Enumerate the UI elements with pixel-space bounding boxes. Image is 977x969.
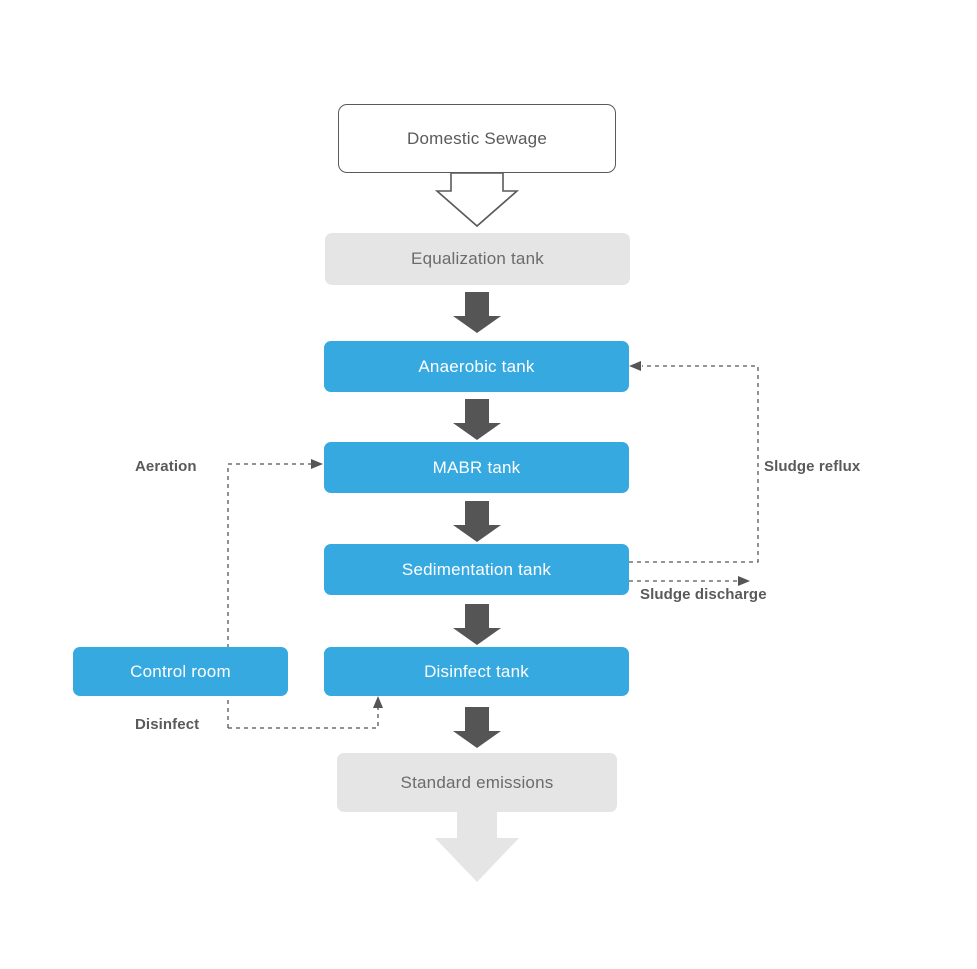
- node-equalization-tank[interactable]: Equalization tank: [325, 233, 630, 285]
- edge-label-disinfect: Disinfect: [135, 716, 200, 733]
- solid-arrow-sedimentation-to-disinfect: [453, 604, 501, 645]
- node-control-room[interactable]: Control room: [73, 647, 288, 696]
- solid-arrow-anaerobic-to-mabr: [453, 399, 501, 440]
- node-label-disinfect-tank: Disinfect tank: [424, 661, 529, 681]
- hollow-arrow-sewage-to-equalization: [434, 172, 520, 228]
- node-label-sedimentation-tank: Sedimentation tank: [401, 559, 552, 579]
- dotted-edge-sludge-discharge: [629, 576, 750, 586]
- node-sedimentation-tank[interactable]: Sedimentation tank: [324, 544, 629, 595]
- node-label-domestic-sewage: Domestic Sewage: [406, 128, 547, 148]
- node-label-standard-emissions: Standard emissions: [400, 772, 554, 792]
- grey-arrow-final-outflow: [435, 812, 519, 882]
- node-label-control-room: Control room: [130, 661, 231, 681]
- solid-arrow-equalization-to-anaerobic: [453, 292, 501, 333]
- node-standard-emissions[interactable]: Standard emissions: [337, 753, 617, 812]
- dotted-edge-sludge-reflux: [629, 361, 759, 563]
- node-domestic-sewage[interactable]: Domestic Sewage: [338, 104, 616, 173]
- node-label-equalization-tank: Equalization tank: [411, 249, 544, 268]
- node-mabr-tank[interactable]: MABR tank: [324, 442, 629, 493]
- dotted-edge-disinfect: [228, 696, 383, 729]
- node-label-mabr-tank: MABR tank: [432, 457, 521, 477]
- edge-label-sludge-discharge: Sludge discharge: [640, 586, 767, 603]
- node-anaerobic-tank[interactable]: Anaerobic tank: [324, 341, 629, 392]
- edge-label-aeration: Aeration: [135, 458, 197, 475]
- node-disinfect-tank[interactable]: Disinfect tank: [324, 647, 629, 696]
- edge-label-sludge-reflux: Sludge reflux: [764, 458, 861, 475]
- solid-arrow-disinfect-to-emissions: [453, 707, 501, 748]
- solid-arrow-mabr-to-sedimentation: [453, 501, 501, 542]
- dotted-edge-aeration: [227, 459, 323, 728]
- node-label-anaerobic-tank: Anaerobic tank: [418, 356, 535, 376]
